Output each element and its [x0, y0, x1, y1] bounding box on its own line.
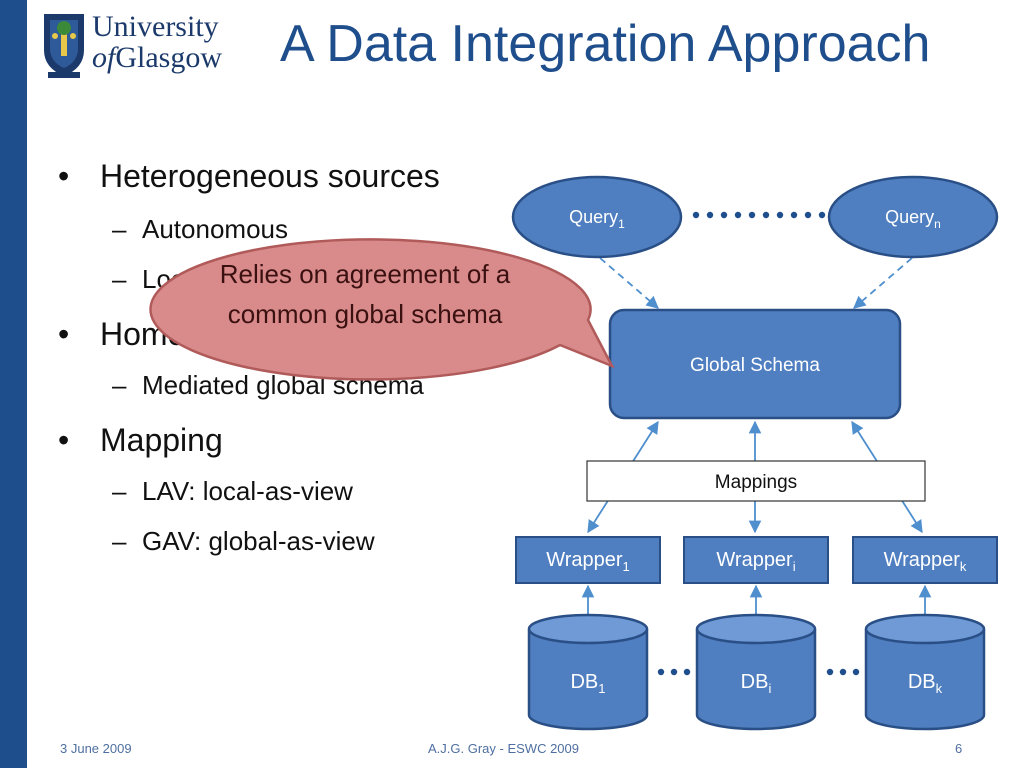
- mappings-label: Mappings: [715, 472, 797, 493]
- left-accent-bar: [0, 0, 27, 768]
- query-1-node: [511, 175, 683, 259]
- sub-bullet-mediated: Mediated global schema: [112, 370, 424, 401]
- query-1-label: Query1: [569, 207, 625, 231]
- db-i-node: [695, 613, 817, 731]
- db-k-node: [864, 613, 986, 731]
- db-i-label: DBi: [741, 671, 772, 696]
- query-n-node: [827, 175, 999, 259]
- mappings-node: [586, 460, 926, 502]
- global-schema-label: Global Schema: [690, 355, 820, 376]
- logo-line-glasgow: ofGlasgow: [92, 42, 222, 74]
- wrapper-1-node: [515, 536, 661, 584]
- footer-author: A.J.G. Gray - ESWC 2009: [428, 741, 579, 756]
- query1-to-schema-arrow: [599, 257, 659, 309]
- wrapper-i-label: Wrapperi: [716, 549, 795, 574]
- wrapper-i-node: [683, 536, 829, 584]
- logo-of: of: [92, 41, 116, 74]
- bullet-mapping: Mapping: [58, 422, 223, 459]
- university-logo: [44, 14, 84, 78]
- sub-bullet-autonomous: Autonomous: [112, 214, 288, 245]
- slide-title: A Data Integration Approach: [280, 15, 931, 73]
- footer-page-number: 6: [955, 741, 963, 756]
- sub-bullet-lav: LAV: local-as-view: [112, 476, 353, 507]
- wrapper-1-label: Wrapper1: [546, 549, 630, 574]
- logo-line-university: University: [92, 10, 219, 43]
- db-1-label: DB1: [570, 671, 605, 696]
- callout-text: Relies on agreement of a common global s…: [219, 259, 511, 329]
- wrapper-k-label: Wrapperk: [884, 549, 967, 574]
- sub-bullet-gav: GAV: global-as-view: [112, 526, 375, 557]
- crest-icon: [44, 14, 84, 78]
- db-k-label: DBk: [908, 671, 943, 696]
- university-wordmark: University ofGlasgow: [92, 12, 222, 74]
- db-1-node: [527, 613, 649, 731]
- bullet-heterogeneous: Heterogeneous sources: [58, 158, 440, 195]
- wrapper-k-node: [852, 536, 998, 584]
- query-n-label: Queryn: [885, 207, 941, 231]
- queryn-to-schema-arrow: [853, 257, 913, 309]
- footer-date: 3 June 2009: [60, 741, 132, 756]
- db-dots-right: [826, 668, 860, 676]
- db-dots-left: [657, 668, 691, 676]
- logo-glasgow: Glasgow: [115, 41, 222, 74]
- query-dots: [692, 211, 826, 219]
- callout-bubble: [149, 238, 615, 381]
